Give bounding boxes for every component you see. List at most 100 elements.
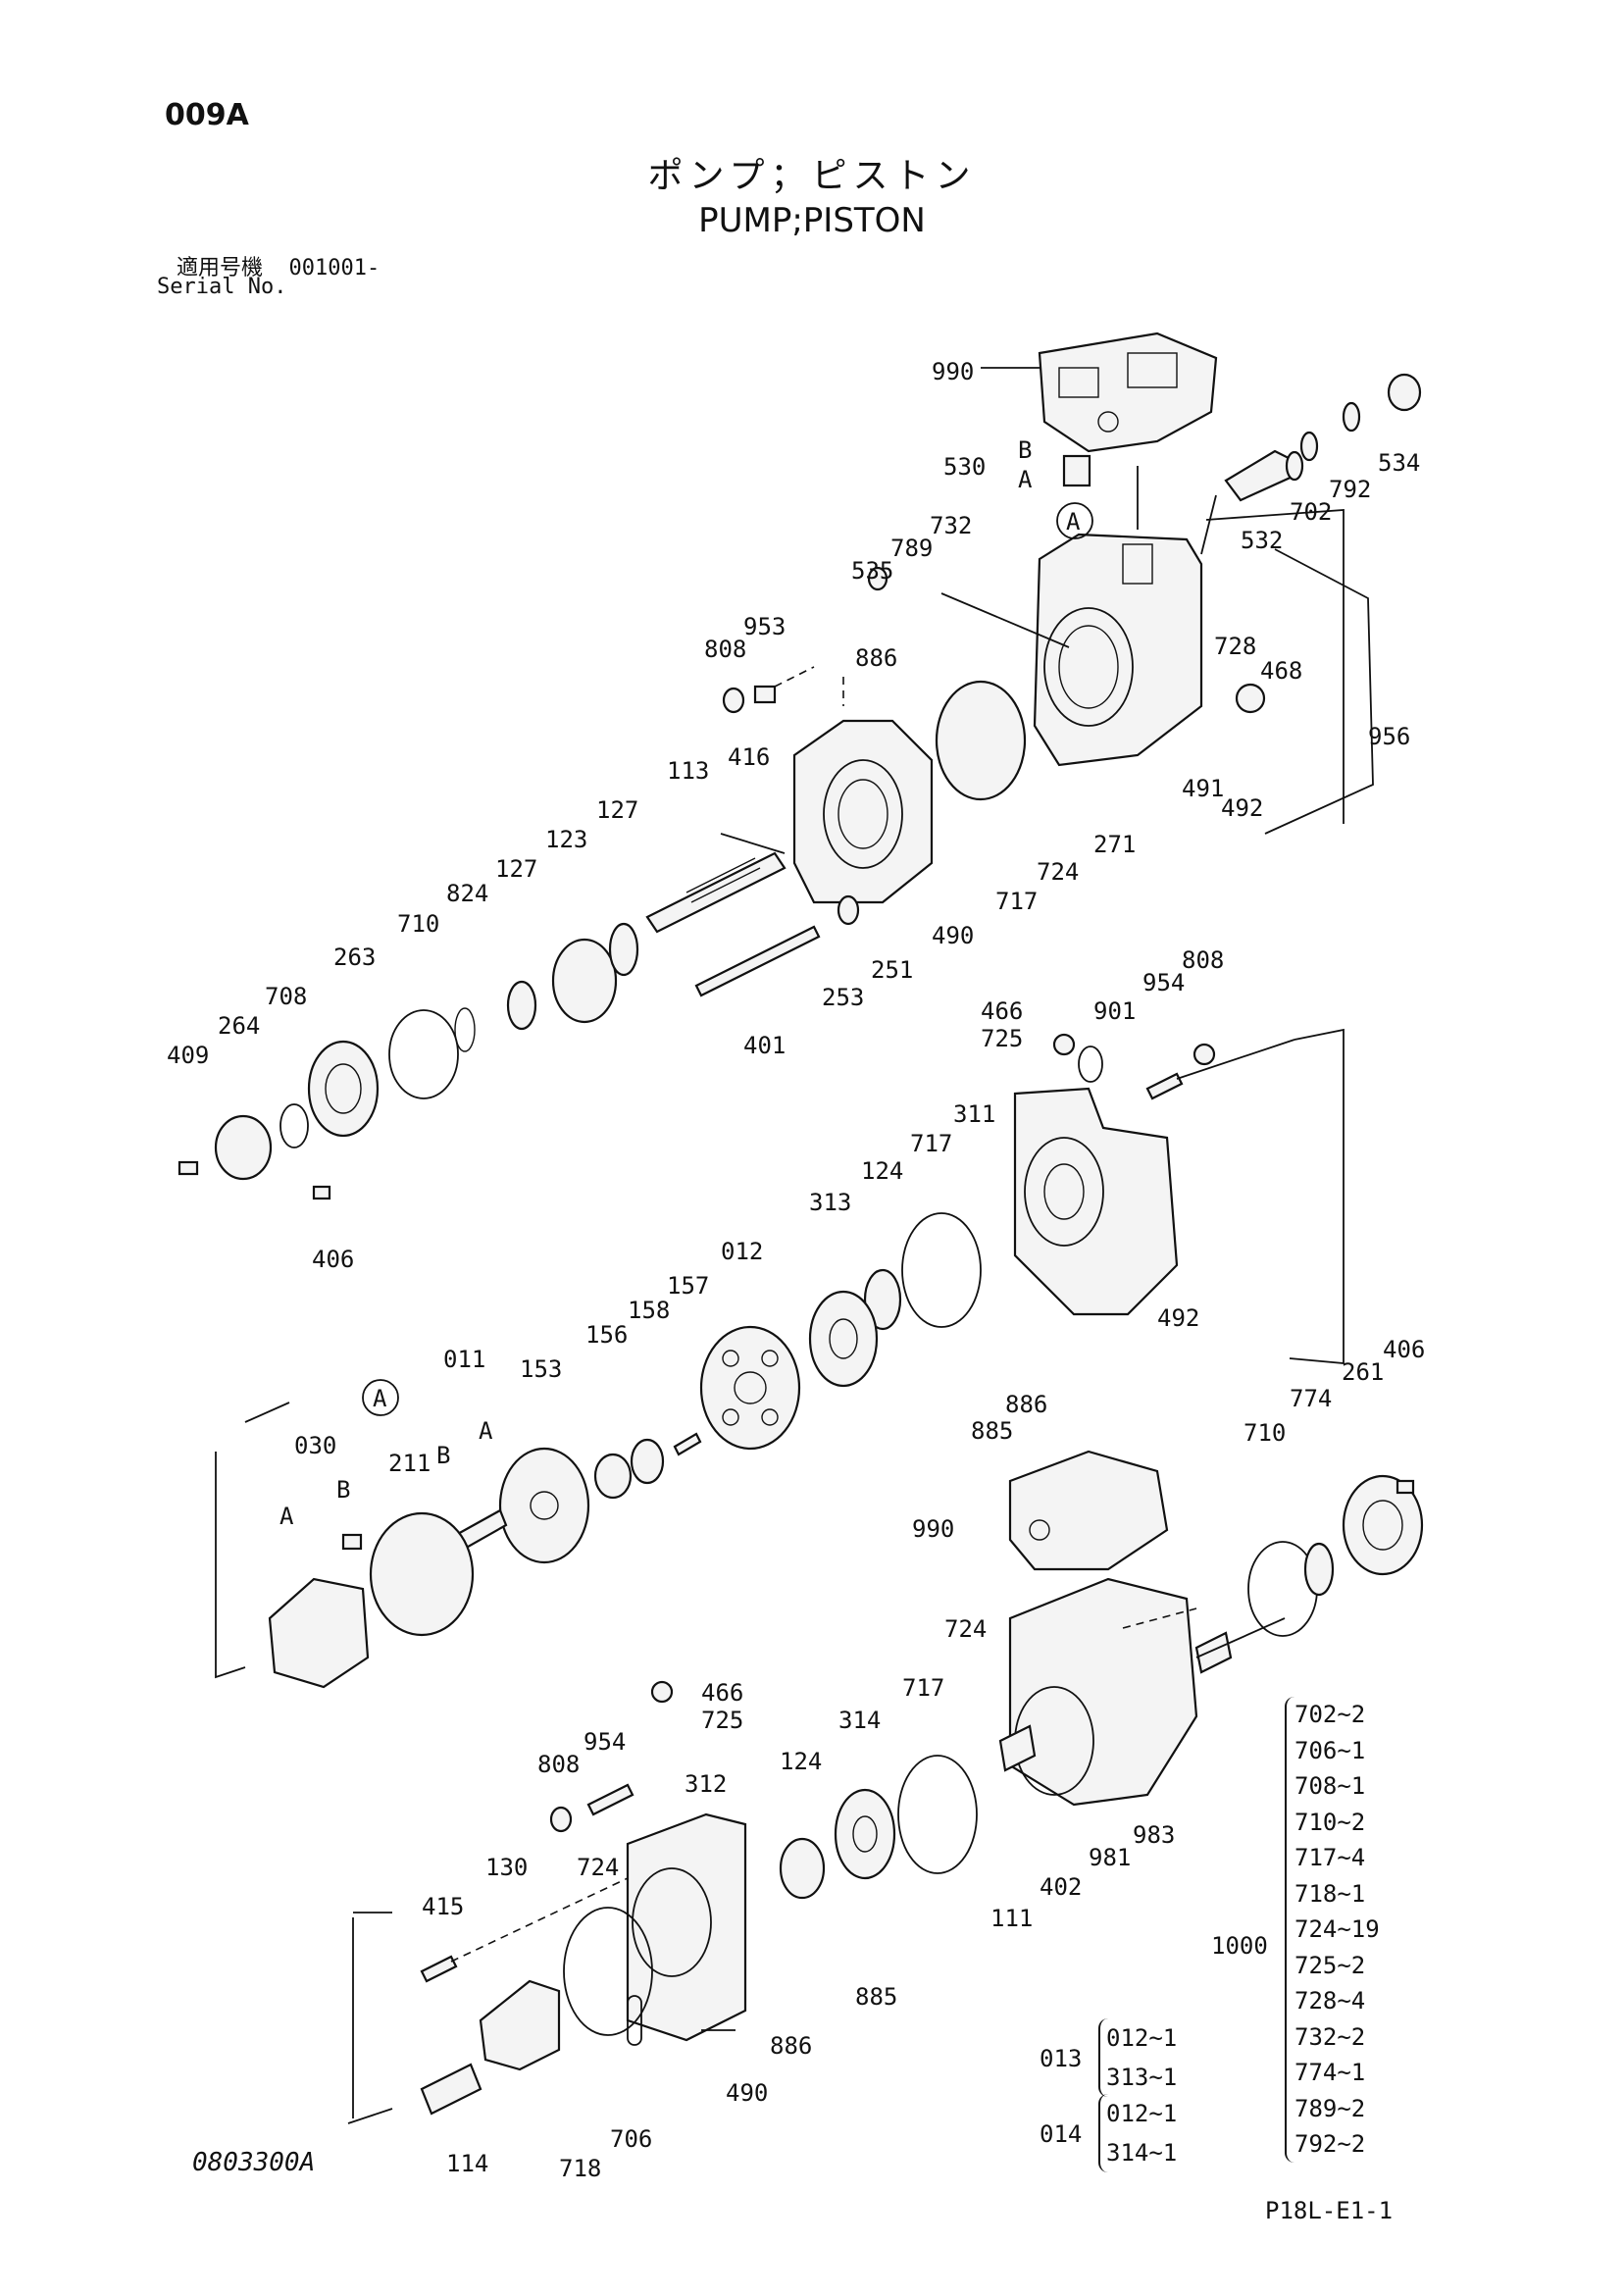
spacer-127-a xyxy=(608,922,639,977)
valve-block-312 xyxy=(626,1812,747,2042)
callout-ref-a-upper: A xyxy=(1066,508,1081,536)
callout-401: 401 xyxy=(743,1032,787,1059)
callout-732: 732 xyxy=(930,512,973,539)
cylinder-block-012 xyxy=(699,1325,801,1451)
bolt-406-upper xyxy=(312,1185,331,1200)
callout-728: 728 xyxy=(1214,633,1257,660)
callout-124-mid: 124 xyxy=(861,1157,904,1185)
kit-1000-item: 774~1 xyxy=(1294,2059,1366,2086)
callout-886-upper: 886 xyxy=(855,644,898,672)
nut-808-lower xyxy=(549,1806,573,1833)
kit-1000-item: 789~2 xyxy=(1294,2094,1366,2122)
plug-468 xyxy=(1235,683,1266,714)
callout-530-a: A xyxy=(1018,466,1033,493)
callout-490-lower: 490 xyxy=(726,2079,769,2107)
callout-012: 012 xyxy=(721,1238,764,1265)
callout-264: 264 xyxy=(218,1012,261,1040)
callout-530-b: B xyxy=(1018,436,1033,464)
callout-808-upper: 808 xyxy=(704,636,747,663)
kit-1000-item: 706~1 xyxy=(1294,1736,1366,1764)
serial-number-value: 001001- xyxy=(288,256,381,281)
bolt-406-lower xyxy=(1396,1479,1415,1495)
callout-789: 789 xyxy=(890,535,934,562)
callout-885-lower: 885 xyxy=(855,1983,898,2011)
regulator-lower xyxy=(1008,1450,1169,1571)
callout-492-mid: 492 xyxy=(1157,1304,1200,1332)
cover-264 xyxy=(214,1114,273,1181)
callout-717-mid: 717 xyxy=(910,1130,953,1157)
spherical-bush-156 xyxy=(593,1453,633,1500)
kit-013-item: 313~1 xyxy=(1106,2064,1178,2091)
callout-717-upper: 717 xyxy=(995,888,1039,915)
nut-808-mid xyxy=(1193,1043,1216,1066)
page-code: 009A xyxy=(165,98,249,132)
kit-014-item: 012~1 xyxy=(1106,2100,1178,2127)
callout-030-b: B xyxy=(336,1476,351,1504)
spring-157 xyxy=(673,1432,702,1456)
callout-990-upper: 990 xyxy=(932,358,975,385)
ring-708 xyxy=(279,1103,309,1148)
seal-cover-263 xyxy=(307,1040,380,1138)
regulator-upper xyxy=(1038,332,1218,453)
plug-466-upper xyxy=(1052,1033,1076,1056)
callout-718: 718 xyxy=(559,2155,602,2182)
nut-808 xyxy=(722,687,745,714)
callout-415: 415 xyxy=(422,1893,465,1920)
needle-bearing-124-lower xyxy=(779,1837,826,1900)
callout-314: 314 xyxy=(838,1707,882,1734)
shaft-113 xyxy=(645,851,787,934)
callout-261: 261 xyxy=(1342,1358,1385,1386)
leader-lines xyxy=(215,367,1374,2124)
kit-1000-item: 724~19 xyxy=(1294,1915,1380,1943)
snap-ring-824 xyxy=(454,1007,476,1052)
callout-271: 271 xyxy=(1093,831,1137,858)
valve-plate-314 xyxy=(834,1788,896,1880)
screw-954-upper xyxy=(1145,1072,1184,1100)
kit-014-item: 314~1 xyxy=(1106,2139,1178,2167)
callout-808-mid: 808 xyxy=(1182,946,1225,974)
valve-block-311 xyxy=(1013,1087,1179,1316)
kit-013-list: 012~1 313~1 xyxy=(1098,2018,1177,2097)
title-japanese: ポンプ；ピストン xyxy=(647,156,977,196)
stud-953 xyxy=(753,685,777,704)
bolt-415 xyxy=(420,1955,458,1983)
callout-263: 263 xyxy=(333,944,377,971)
o-ring-717-mid xyxy=(901,1212,982,1328)
callout-409: 409 xyxy=(167,1042,210,1069)
kit-1000-item: 732~2 xyxy=(1294,2022,1366,2051)
callout-983: 983 xyxy=(1133,1821,1176,1849)
plug-535 xyxy=(867,566,888,591)
drawing-number: 0803300A xyxy=(192,2148,316,2177)
callout-530: 530 xyxy=(943,453,987,481)
callout-792: 792 xyxy=(1329,476,1372,503)
retainer-plate-153 xyxy=(498,1447,590,1564)
callout-468: 468 xyxy=(1260,657,1303,685)
kit-1000-item: 728~4 xyxy=(1294,1987,1366,2015)
callout-724-lower: 724 xyxy=(944,1615,988,1643)
callout-885-mid: 885 xyxy=(971,1417,1014,1445)
callout-702: 702 xyxy=(1290,498,1333,526)
o-ring-717-lower xyxy=(897,1755,978,1874)
callout-127-a: 127 xyxy=(596,796,639,824)
callout-466-upper: 466 xyxy=(981,997,1024,1025)
swash-pin-030-b xyxy=(341,1533,363,1551)
callout-956: 956 xyxy=(1368,723,1411,750)
gear-130 xyxy=(479,1979,561,2071)
bolt-401 xyxy=(694,925,821,997)
callout-886-mid: 886 xyxy=(1005,1391,1048,1418)
callout-725-lower: 725 xyxy=(701,1707,744,1734)
plug-466-lower xyxy=(650,1680,674,1704)
kit-014-list: 012~1 314~1 xyxy=(1098,2094,1177,2172)
callout-011-b: B xyxy=(436,1442,451,1469)
washer-253 xyxy=(837,894,860,926)
spacer-127-b xyxy=(506,980,537,1031)
callout-158: 158 xyxy=(628,1297,671,1324)
callout-535: 535 xyxy=(851,557,894,585)
callout-954-lower: 954 xyxy=(584,1728,627,1756)
o-ring-792 xyxy=(1342,401,1361,433)
callout-111: 111 xyxy=(990,1905,1034,1932)
callout-313: 313 xyxy=(809,1189,852,1216)
callout-251: 251 xyxy=(871,956,914,984)
callout-706: 706 xyxy=(610,2125,653,2153)
valve-plate-313 xyxy=(808,1290,879,1388)
